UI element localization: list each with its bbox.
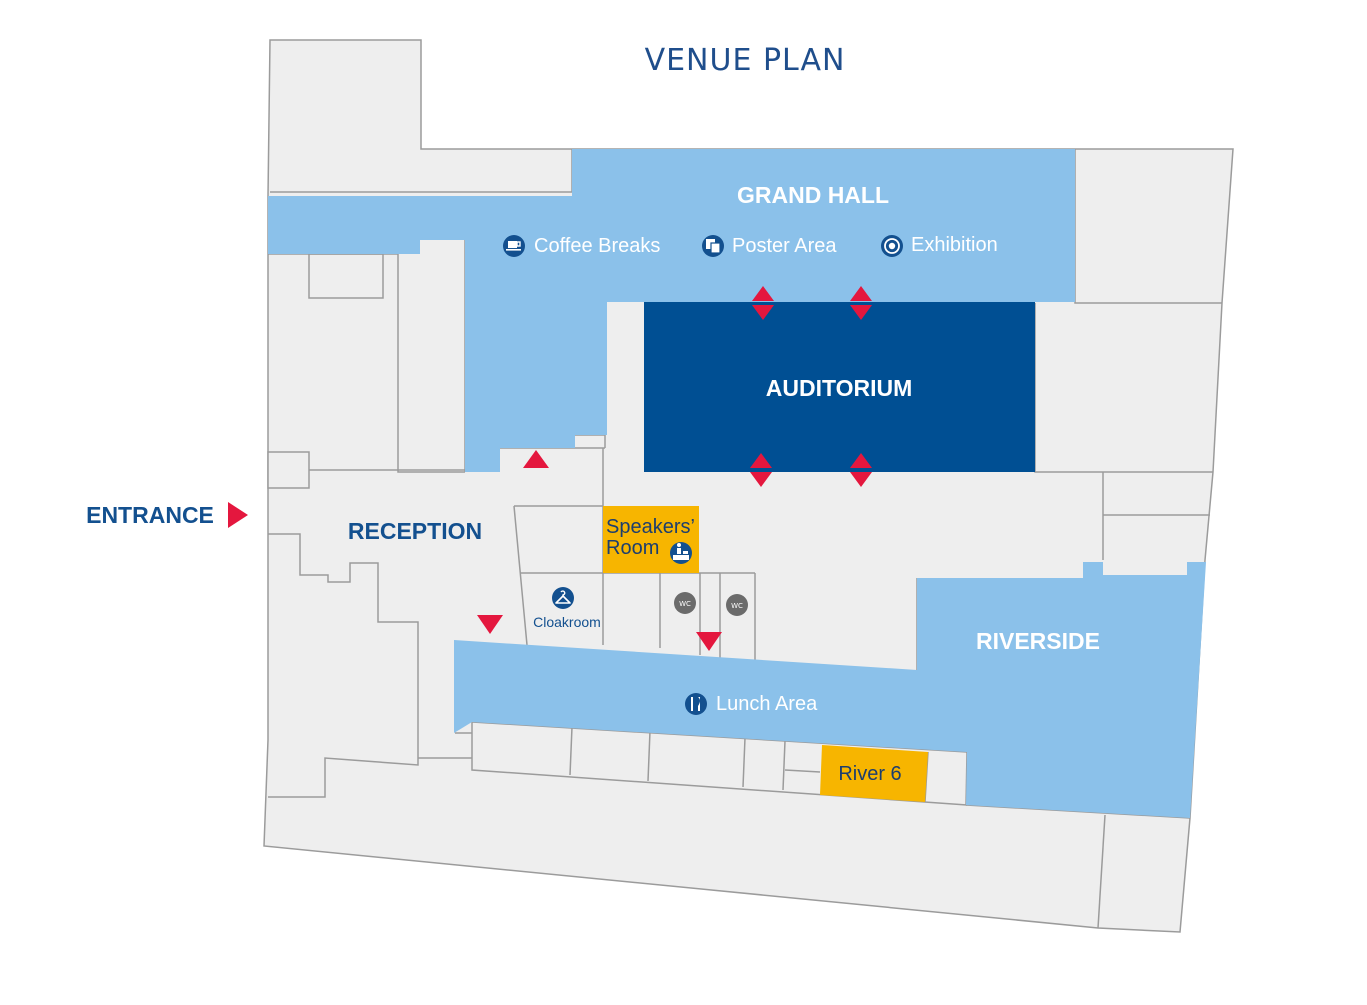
speakers-room-label-line1: Speakers’ — [606, 516, 695, 538]
speaker-podium-icon — [670, 542, 692, 564]
river6-label: River 6 — [838, 763, 901, 785]
page-title: VENUE PLAN — [645, 43, 846, 78]
cloakroom-label: Cloakroom — [533, 614, 601, 630]
poster-icon — [702, 235, 724, 257]
grand-hall-area[interactable] — [268, 149, 1075, 472]
wc-label: WC — [731, 602, 743, 610]
wc-icon: WC — [674, 592, 696, 614]
speakers-room-label-line2: Room — [606, 537, 659, 559]
door-arrow-up — [752, 286, 774, 301]
coffee-breaks-label: Coffee Breaks — [534, 235, 660, 257]
hanger-icon — [552, 587, 574, 609]
door-arrow-down — [477, 615, 503, 634]
grand-hall-label: GRAND HALL — [737, 182, 889, 208]
door-arrow-down — [696, 632, 722, 651]
door-arrow-up — [850, 453, 872, 468]
wc-icon: WC — [726, 594, 748, 616]
door-arrow-up — [850, 286, 872, 301]
door-arrow-down — [750, 472, 772, 487]
door-arrow-up — [523, 450, 549, 468]
floor-partitions — [267, 149, 1222, 929]
reception-label: RECEPTION — [348, 518, 482, 544]
river6-area[interactable] — [820, 745, 928, 802]
riverside-label: RIVERSIDE — [976, 628, 1100, 654]
entrance-label[interactable]: ENTRANCE — [86, 502, 214, 528]
wc-label: WC — [679, 600, 691, 608]
entrance-arrow-icon — [228, 502, 248, 528]
target-icon — [881, 235, 903, 257]
door-arrow-down — [850, 305, 872, 320]
door-markers — [228, 286, 872, 651]
poster-area-label: Poster Area — [732, 235, 837, 257]
auditorium-label: AUDITORIUM — [766, 375, 913, 401]
exhibition-label: Exhibition — [911, 234, 998, 256]
auditorium-area[interactable] — [644, 302, 1035, 472]
door-arrow-up — [750, 453, 772, 468]
cutlery-icon — [685, 693, 707, 715]
lunch-area-label: Lunch Area — [716, 693, 818, 715]
door-arrow-down — [752, 305, 774, 320]
riverside-area[interactable] — [454, 562, 1206, 818]
coffee-cup-icon — [503, 235, 525, 257]
door-arrow-down — [850, 472, 872, 487]
